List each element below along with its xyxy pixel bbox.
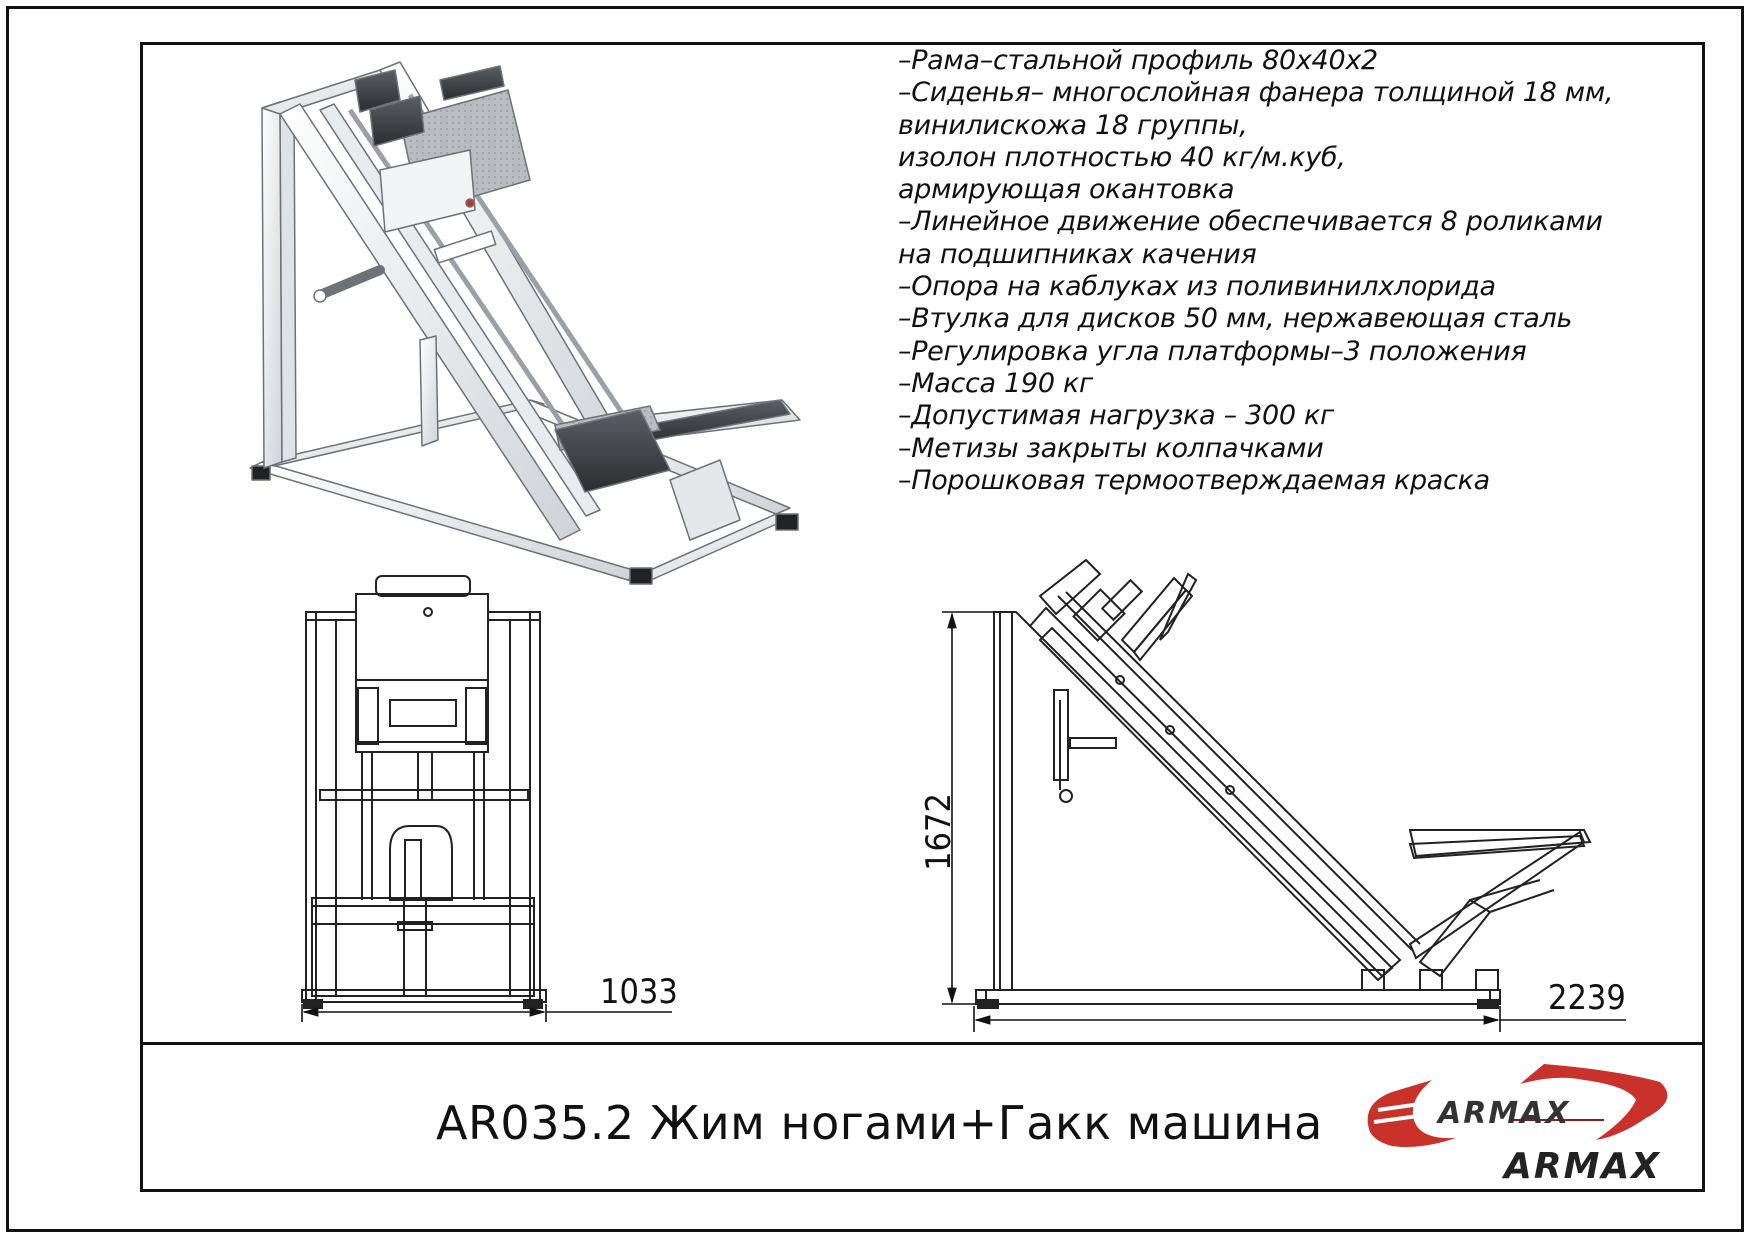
product-title: AR035.2 Жим ногами+Гакк машина (436, 1096, 1323, 1150)
armax-logo (1367, 1064, 1668, 1147)
spec-item: армирующая окантовка (898, 174, 1235, 206)
side-view (975, 558, 1592, 1009)
spec-item: –Линейное движение обеспечивается 8 роли… (898, 206, 1603, 238)
spec-item: –Допустимая нагрузка – 300 кг (898, 400, 1334, 432)
spec-item: изолон плотностью 40 кг/м.куб, (898, 141, 1346, 173)
outer-border (6, 6, 1744, 1232)
height-dimension (942, 611, 994, 1005)
width-dimension-label: 1033 (600, 972, 678, 1012)
width-dimension (301, 1004, 672, 1022)
spec-item: –Регулировка угла платформы–3 положения (898, 335, 1527, 367)
length-dimension (973, 1006, 1626, 1032)
spec-item: –Опора на каблуках из поливинилхлорида (898, 271, 1496, 303)
spec-item: –Порошковая термоотверждаемая краска (898, 464, 1490, 496)
length-dimension-label: 2239 (1548, 978, 1626, 1018)
title-block-divider (140, 1042, 1705, 1045)
spec-list: –Рама–стальной профиль 80х40х2 –Сиденья–… (898, 45, 1614, 497)
spec-item: –Рама–стальной профиль 80х40х2 (898, 45, 1378, 76)
spec-item: –Сиденья– многослойная фанера толщиной 1… (898, 77, 1614, 109)
inner-frame (140, 42, 1705, 1192)
iso-view-render (249, 61, 801, 585)
brand-wordmark-top: ARMAX (1438, 1096, 1571, 1131)
spec-item: на подшипниках качения (898, 238, 1257, 270)
height-dimension-label: 1672 (918, 793, 959, 871)
brand-wordmark-bottom: ARMAX (1504, 1146, 1662, 1187)
spec-item: –Втулка для дисков 50 мм, нержавеющая ст… (898, 303, 1573, 335)
spec-item: –Масса 190 кг (898, 367, 1093, 399)
front-view (301, 575, 547, 1009)
spec-item: –Метизы закрыты колпачками (898, 432, 1324, 464)
spec-item: винилискожа 18 группы, (898, 109, 1248, 141)
